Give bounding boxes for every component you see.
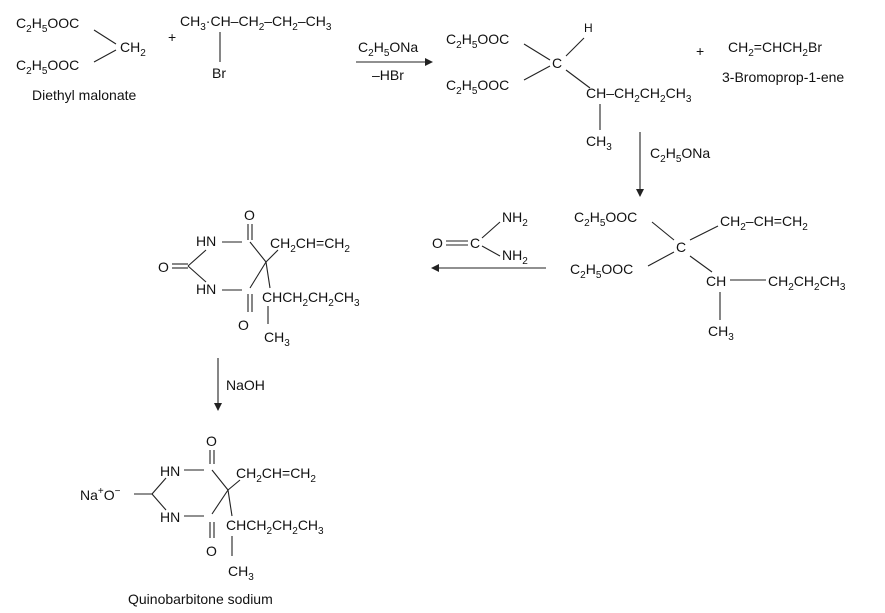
prod-bond-chain xyxy=(227,489,233,517)
barb-nh-bottom: HN xyxy=(196,281,216,297)
int1-side-chain: CH–CH2CH2CH3 xyxy=(586,85,692,105)
barb-bond-chain xyxy=(265,261,271,289)
bromopentane-chain: CH3·CH–CH2–CH2–CH3 xyxy=(180,13,332,33)
int2-ester-bottom: C2H5OOC xyxy=(570,261,633,281)
barb-bond-allyl xyxy=(265,249,279,263)
barb-ring-bond-3 xyxy=(249,261,267,289)
barb-side-chain: CHCH2CH2CH3 xyxy=(262,289,360,309)
prod-methyl: CH3 xyxy=(228,563,254,583)
prod-ring-bond-5 xyxy=(151,477,167,495)
urea-c: C xyxy=(470,235,480,251)
int2-propyl: CH2CH2CH3 xyxy=(768,273,846,293)
prod-ring-bond-2 xyxy=(211,469,229,491)
prod-allyl: CH2CH=CH2 xyxy=(236,465,316,485)
urea-o: O xyxy=(432,235,443,251)
barb-allyl: CH2CH=CH2 xyxy=(270,235,350,255)
int1-bond-ester-top xyxy=(523,43,551,61)
malonate-bond-top xyxy=(93,29,117,45)
int1-ester-top: C2H5OOC xyxy=(446,31,509,51)
prod-o-bottom: O xyxy=(206,543,217,559)
prod-ring-bond-3 xyxy=(211,489,229,515)
step-2-arrow: C2H5ONa xyxy=(636,132,710,197)
urea-step-arrow: O C NH2 NH2 xyxy=(431,209,546,272)
urea-bond-nh2-bottom xyxy=(481,245,501,257)
malonate-name: Diethyl malonate xyxy=(32,87,136,103)
prod-nh-top: HN xyxy=(160,463,180,479)
int1-h: H xyxy=(584,21,593,35)
plus-sign-2: + xyxy=(696,43,704,59)
urea-nh2-top: NH2 xyxy=(502,209,528,229)
int2-central-c: C xyxy=(676,239,686,255)
barb-ring-bond-5 xyxy=(187,249,207,267)
diethyl-malonate: C2H5OOC C2H5OOC CH2 Diethyl malonate xyxy=(16,15,146,103)
barb-ring-bond-2 xyxy=(249,241,267,263)
int1-bond-chain xyxy=(565,69,591,89)
intermediate-2: C2H5OOC C2H5OOC C CH2–CH=CH2 CH CH2CH2CH… xyxy=(570,209,846,343)
int1-ester-bottom: C2H5OOC xyxy=(446,77,509,97)
prod-ring-bond-6 xyxy=(151,493,167,511)
urea-nh2-bottom: NH2 xyxy=(502,247,528,267)
barb-nh-top: HN xyxy=(196,233,216,249)
int2-bond-ch xyxy=(689,255,713,273)
step-1-byproduct: –HBr xyxy=(372,67,404,83)
int1-bond-ester-bottom xyxy=(523,65,551,81)
int2-methyl: CH3 xyxy=(708,323,734,343)
int1-central-c: C xyxy=(552,55,562,71)
barb-o-left: O xyxy=(158,259,169,275)
prod-o-top: O xyxy=(206,433,217,449)
barb-methyl: CH3 xyxy=(264,329,290,349)
step-naoh-arrow: NaOH xyxy=(214,358,265,411)
step-2-reagent: C2H5ONa xyxy=(650,145,710,165)
step-naoh-reagent: NaOH xyxy=(226,377,265,393)
int2-bond-ester-top xyxy=(651,221,675,241)
int1-bond-h xyxy=(565,37,585,57)
malonate-bond-bottom xyxy=(93,49,117,63)
step-1-reagent: C2H5ONa xyxy=(358,39,418,59)
barb-ring-bond-6 xyxy=(187,265,207,283)
bromopentane-br: Br xyxy=(212,65,226,81)
product-name: Quinobarbitone sodium xyxy=(128,591,273,607)
allyl-bromide-name: 3-Bromoprop-1-ene xyxy=(722,69,844,85)
intermediate-1: C2H5OOC C2H5OOC C H CH–CH2CH2CH3 CH3 xyxy=(446,21,692,153)
prod-bond-allyl xyxy=(227,479,241,491)
bromopentane: CH3·CH–CH2–CH2–CH3 Br xyxy=(180,13,332,81)
allyl-bromide: CH2=CHCH2Br 3-Bromoprop-1-ene xyxy=(722,39,844,85)
malonate-ch2: CH2 xyxy=(120,39,146,59)
urea-bond-nh2-top xyxy=(481,221,501,239)
int2-bond-ester-bottom xyxy=(647,251,675,267)
prod-nh-bottom: HN xyxy=(160,509,180,525)
int2-allyl: CH2–CH=CH2 xyxy=(720,213,808,233)
int1-methyl: CH3 xyxy=(586,133,612,153)
quinobarbitone-sodium: O HN HN Na+O− O CH2CH=CH2 CHCH2CH2CH3 CH… xyxy=(80,433,324,607)
int2-bond-allyl xyxy=(689,225,719,241)
prod-side-chain: CHCH2CH2CH3 xyxy=(226,517,324,537)
int2-ester-top: C2H5OOC xyxy=(574,209,637,229)
plus-sign-1: + xyxy=(168,29,176,45)
barbiturate: O HN HN O O CH2CH=CH2 CHCH2CH2CH3 CH3 xyxy=(158,207,360,349)
prod-na: Na+O− xyxy=(80,486,121,503)
step-1-arrow: C2H5ONa –HBr xyxy=(356,39,433,83)
barb-o-top: O xyxy=(244,207,255,223)
malonate-ester-bottom: C2H5OOC xyxy=(16,57,79,77)
malonate-ester-top: C2H5OOC xyxy=(16,15,79,35)
barb-o-bottom: O xyxy=(238,317,249,333)
allyl-bromide-formula: CH2=CHCH2Br xyxy=(728,39,822,59)
int2-ch: CH xyxy=(706,273,726,289)
